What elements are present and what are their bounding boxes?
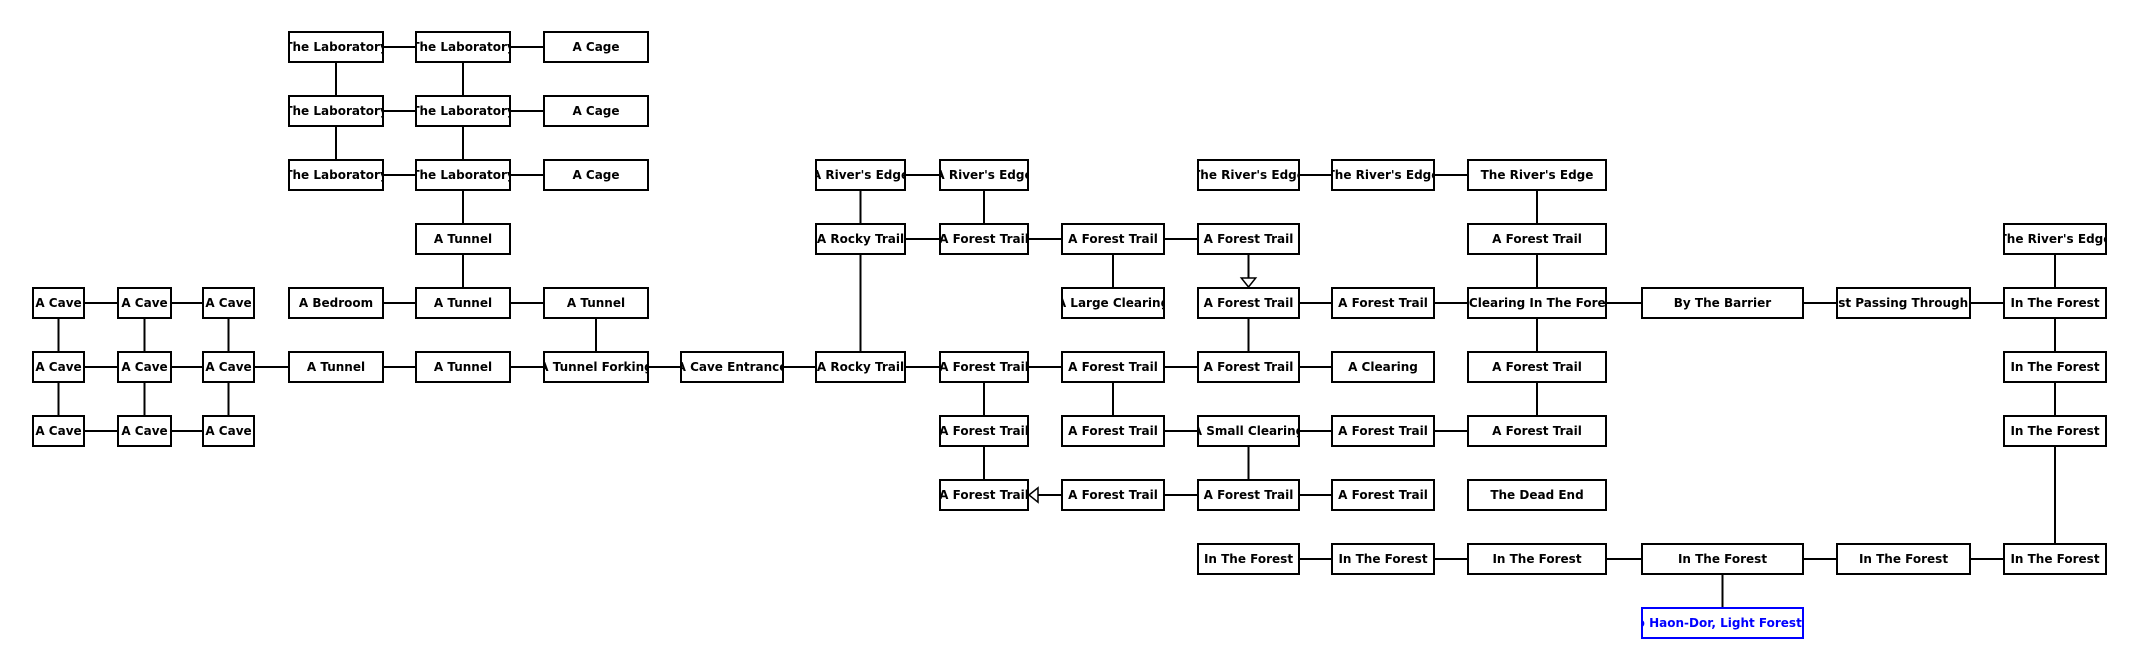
room-cave-2-1[interactable]: A Cave — [32, 351, 85, 383]
room-in-forest-m6[interactable]: In The Forest — [2003, 415, 2107, 447]
room-forest-trail-j6[interactable]: A Forest Trail — [1467, 415, 1607, 447]
room-rocky-trail-bottom[interactable]: A Rocky Trail — [815, 351, 906, 383]
room-by-the-barrier[interactable]: By The Barrier — [1641, 287, 1804, 319]
room-cave-entrance[interactable]: A Cave Entrance — [680, 351, 784, 383]
room-clearing[interactable]: A Clearing — [1331, 351, 1435, 383]
room-forest-trail-i6[interactable]: A Forest Trail — [1331, 415, 1435, 447]
room-forest-trail-f6[interactable]: A Forest Trail — [939, 415, 1029, 447]
room-cave-3-3[interactable]: A Cave — [202, 415, 255, 447]
room-lab-1-2[interactable]: The Laboratory — [415, 31, 511, 63]
room-tunnel-mid[interactable]: A Tunnel — [415, 287, 511, 319]
room-lab-1-1[interactable]: The Laboratory — [288, 31, 384, 63]
room-clearing-in-forest[interactable]: A Clearing In The Forest — [1467, 287, 1607, 319]
room-in-forest-h8[interactable]: In The Forest — [1197, 543, 1300, 575]
room-cave-2-3[interactable]: A Cave — [202, 351, 255, 383]
room-cage-2[interactable]: A Cage — [543, 95, 649, 127]
one-way-arrow-icon — [1027, 486, 1039, 504]
room-bedroom[interactable]: A Bedroom — [288, 287, 384, 319]
room-forest-trail-h5[interactable]: A Forest Trail — [1197, 351, 1300, 383]
room-in-forest-j8[interactable]: In The Forest — [1467, 543, 1607, 575]
room-cave-2-2[interactable]: A Cave — [117, 351, 172, 383]
room-forest-trail-j5[interactable]: A Forest Trail — [1467, 351, 1607, 383]
room-tunnel-low-2[interactable]: A Tunnel — [415, 351, 511, 383]
room-the-rivers-edge-h2[interactable]: The River's Edge — [1197, 159, 1300, 191]
room-forest-trail-j3[interactable]: A Forest Trail — [1467, 223, 1607, 255]
room-forest-trail-g3[interactable]: A Forest Trail — [1061, 223, 1165, 255]
room-tunnel-low-1[interactable]: A Tunnel — [288, 351, 384, 383]
room-rivers-edge-a[interactable]: A River's Edge — [815, 159, 906, 191]
room-cave-3-2[interactable]: A Cave — [117, 415, 172, 447]
room-forest-trail-g7[interactable]: A Forest Trail — [1061, 479, 1165, 511]
room-forest-trail-h3[interactable]: A Forest Trail — [1197, 223, 1300, 255]
room-cave-1-1[interactable]: A Cave — [32, 287, 85, 319]
room-lab-3-1[interactable]: The Laboratory — [288, 159, 384, 191]
room-in-forest-i8[interactable]: In The Forest — [1331, 543, 1435, 575]
exit-room-to-haon-dor[interactable]: To Haon-Dor, Light Forest II — [1641, 607, 1804, 639]
room-lab-3-2[interactable]: The Laboratory — [415, 159, 511, 191]
room-forest-trail-i7[interactable]: A Forest Trail — [1331, 479, 1435, 511]
room-tunnel-right[interactable]: A Tunnel — [543, 287, 649, 319]
room-forest-trail-h7[interactable]: A Forest Trail — [1197, 479, 1300, 511]
room-forest-trail-g5[interactable]: A Forest Trail — [1061, 351, 1165, 383]
room-the-rivers-edge-i2[interactable]: The River's Edge — [1331, 159, 1435, 191]
room-forest-trail-h4[interactable]: A Forest Trail — [1197, 287, 1300, 319]
room-small-clearing[interactable]: A Small Clearing — [1197, 415, 1300, 447]
room-large-clearing[interactable]: A Large Clearing — [1061, 287, 1165, 319]
room-forest-trail-i4[interactable]: A Forest Trail — [1331, 287, 1435, 319]
room-in-forest-m5[interactable]: In The Forest — [2003, 351, 2107, 383]
room-in-forest-m4[interactable]: In The Forest — [2003, 287, 2107, 319]
room-cage-1[interactable]: A Cage — [543, 31, 649, 63]
room-in-forest-l8[interactable]: In The Forest — [1836, 543, 1971, 575]
room-lab-2-2[interactable]: The Laboratory — [415, 95, 511, 127]
room-cave-3-1[interactable]: A Cave — [32, 415, 85, 447]
one-way-arrow-icon — [1239, 277, 1258, 289]
room-tunnel-upper[interactable]: A Tunnel — [415, 223, 511, 255]
room-dead-end[interactable]: The Dead End — [1467, 479, 1607, 511]
room-the-rivers-edge-j2[interactable]: The River's Edge — [1467, 159, 1607, 191]
room-cage-3[interactable]: A Cage — [543, 159, 649, 191]
room-forest-trail-g6[interactable]: A Forest Trail — [1061, 415, 1165, 447]
room-just-passing[interactable]: Just Passing Through... — [1836, 287, 1971, 319]
room-cave-1-3[interactable]: A Cave — [202, 287, 255, 319]
room-cave-1-2[interactable]: A Cave — [117, 287, 172, 319]
room-in-forest-m8[interactable]: In The Forest — [2003, 543, 2107, 575]
room-in-forest-k8[interactable]: In The Forest — [1641, 543, 1804, 575]
room-forest-trail-f3[interactable]: A Forest Trail — [939, 223, 1029, 255]
room-lab-2-1[interactable]: The Laboratory — [288, 95, 384, 127]
room-forest-trail-f5[interactable]: A Forest Trail — [939, 351, 1029, 383]
room-the-rivers-edge-m3[interactable]: The River's Edge — [2003, 223, 2107, 255]
room-forest-trail-f7[interactable]: A Forest Trail — [939, 479, 1029, 511]
room-rivers-edge-b[interactable]: A River's Edge — [939, 159, 1029, 191]
room-tunnel-forking[interactable]: A Tunnel Forking — [543, 351, 649, 383]
room-rocky-trail-top[interactable]: A Rocky Trail — [815, 223, 906, 255]
